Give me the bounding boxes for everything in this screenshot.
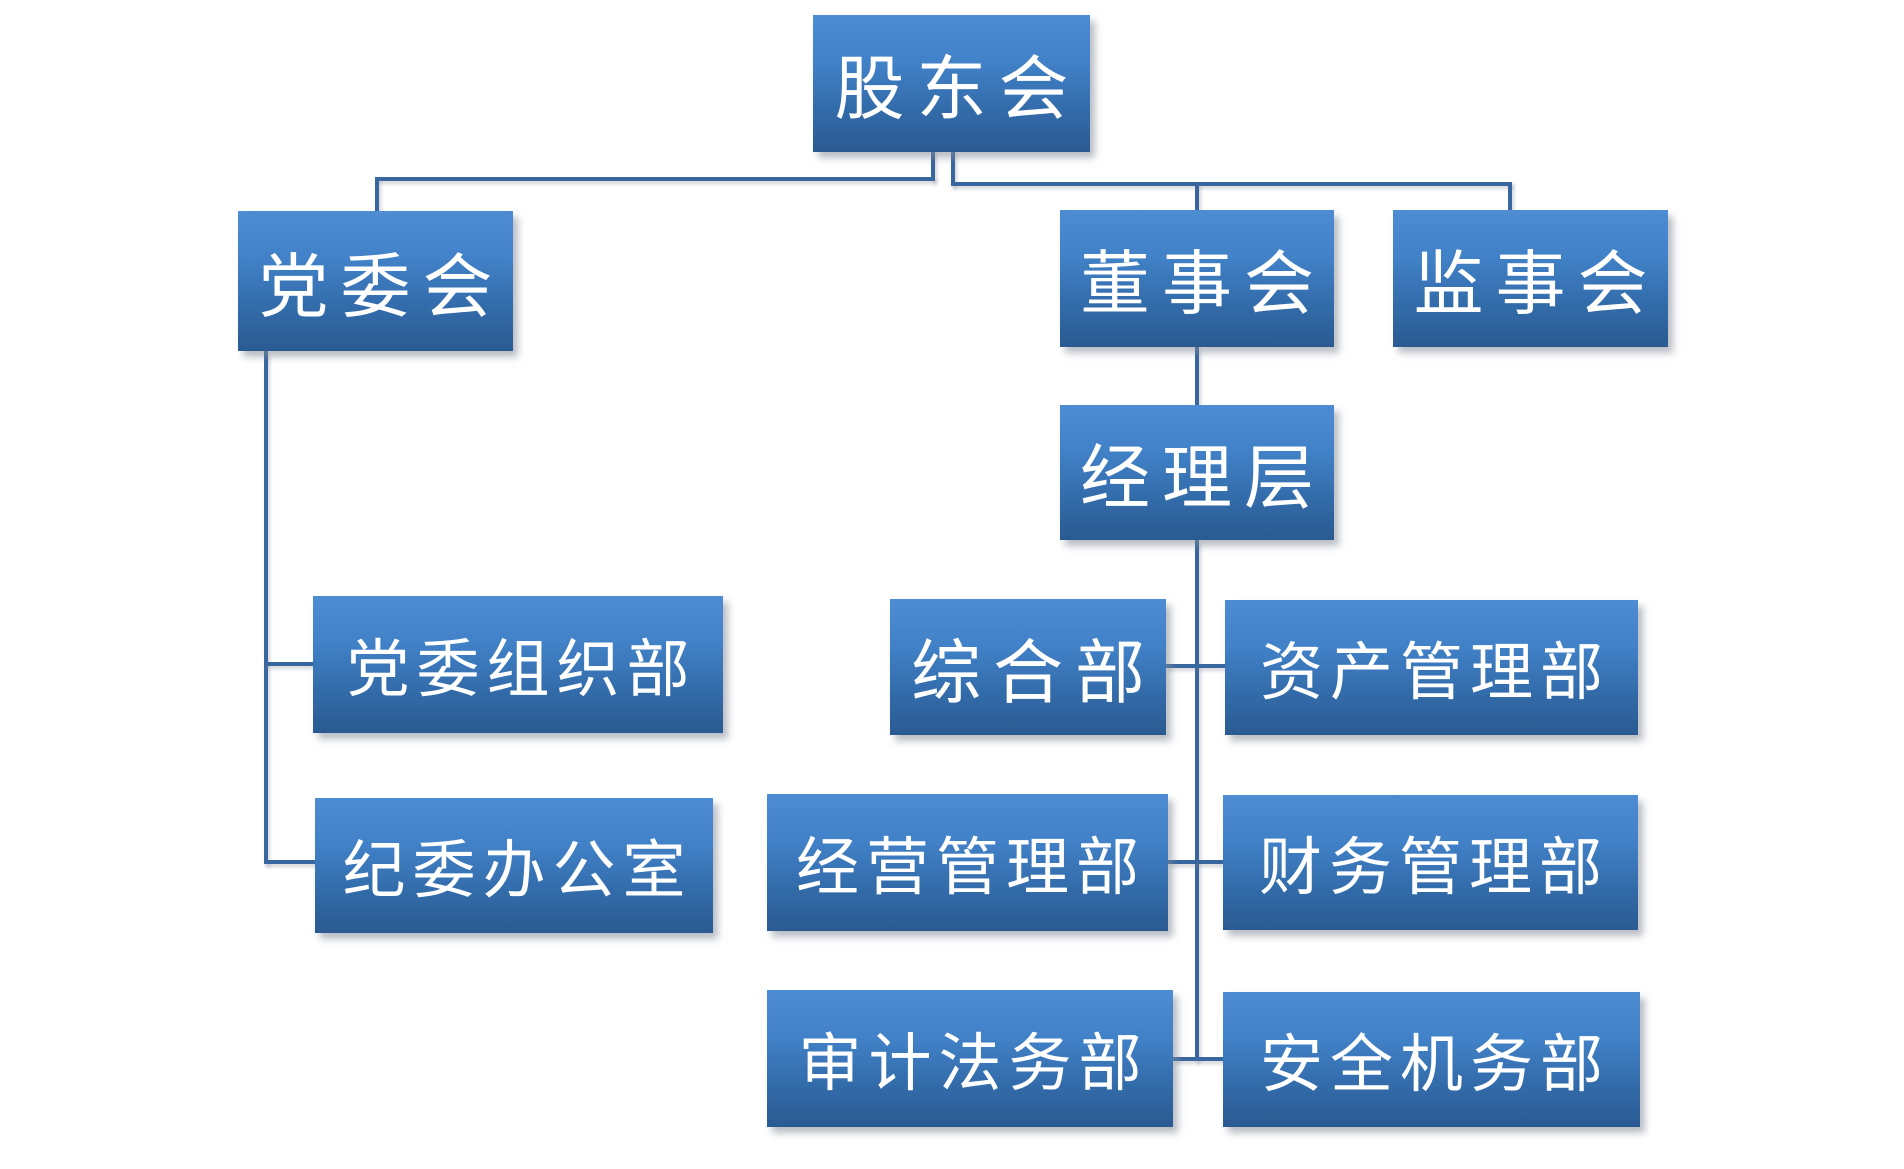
org-node-label: 监事会	[1413, 247, 1660, 324]
org-node-board-of-directors: 董事会	[1060, 210, 1334, 347]
connector-left-branch-horizontal	[375, 177, 935, 181]
connector-stub-party-org-dept	[264, 662, 313, 666]
connector-drop-board	[1195, 182, 1199, 210]
connector-right-branch-horizontal	[951, 182, 1512, 186]
connector-drop-supervisory	[1508, 182, 1512, 210]
org-node-management-team: 经理层	[1060, 405, 1334, 540]
org-node-label: 审计法务部	[798, 1029, 1149, 1099]
connector-drop-party-committee	[375, 177, 379, 211]
org-node-label: 资产管理部	[1260, 638, 1610, 708]
connector-root-to-right-branch	[951, 150, 955, 186]
org-node-label: 经理层	[1080, 441, 1326, 518]
connector-stub-discipline-office	[264, 860, 315, 864]
connector-board-to-management	[1195, 347, 1199, 405]
org-node-audit-legal-dept: 审计法务部	[767, 990, 1173, 1127]
org-node-label: 董事会	[1080, 247, 1326, 324]
org-node-safety-maintenance-dept: 安全机务部	[1223, 992, 1640, 1127]
org-node-party-organization-dept: 党委组织部	[313, 596, 723, 733]
org-node-label: 党委组织部	[346, 635, 697, 705]
connector-party-committee-spine	[264, 351, 268, 864]
org-node-operations-management-dept: 经营管理部	[767, 794, 1168, 931]
org-node-label: 经营管理部	[796, 833, 1146, 903]
connector-management-spine	[1195, 540, 1199, 1061]
org-node-label: 股东会	[834, 52, 1081, 129]
connector-stub-general-asset	[1166, 664, 1225, 668]
org-node-party-committee: 党委会	[238, 211, 513, 351]
org-node-label: 财务管理部	[1259, 833, 1609, 903]
connector-root-to-left-branch	[931, 150, 935, 181]
org-node-finance-management-dept: 财务管理部	[1223, 795, 1638, 930]
org-node-shareholders-meeting: 股东会	[813, 15, 1090, 152]
org-node-label: 纪委办公室	[342, 836, 693, 906]
org-node-discipline-inspection-office: 纪委办公室	[315, 798, 713, 933]
connector-stub-operations-finance	[1168, 860, 1223, 864]
org-node-general-dept: 综合部	[890, 599, 1166, 735]
org-node-label: 安全机务部	[1260, 1030, 1610, 1100]
connector-stub-audit-safety	[1173, 1057, 1223, 1061]
org-node-label: 综合部	[911, 635, 1157, 713]
org-node-supervisory-board: 监事会	[1393, 210, 1668, 347]
org-node-asset-management-dept: 资产管理部	[1225, 600, 1638, 735]
org-node-label: 党委会	[258, 249, 505, 327]
